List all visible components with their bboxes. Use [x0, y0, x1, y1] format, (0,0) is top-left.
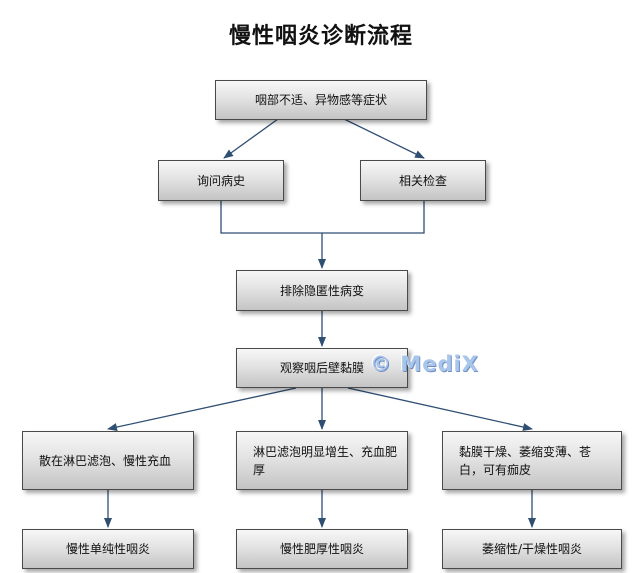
node-exclude-label: 排除隐匿性病变 [279, 283, 364, 298]
node-dx-a-label: 慢性单纯性咽炎 [65, 542, 150, 556]
arrow-symptoms-to-exam [343, 118, 425, 159]
node-dx-atrophic-pharyngitis: 萎缩性/干燥性咽炎 [442, 529, 622, 569]
node-finding-a-label: 散在淋巴滤泡、慢性充血 [39, 453, 172, 468]
node-dx-hypertrophic-pharyngitis: 慢性肥厚性咽炎 [236, 529, 408, 569]
node-exclude: 排除隐匿性病变 [236, 270, 408, 311]
node-symptoms: 咽部不适、异物感等症状 [215, 80, 427, 120]
arrow-observe-to-find-c [347, 387, 533, 431]
node-finding-atrophy: 黏膜干燥、萎缩变薄、苍白，可有痂皮 [442, 431, 622, 490]
medix-watermark: © MediX [370, 352, 479, 376]
merge-bracket [220, 201, 425, 234]
node-exam-label: 相关检查 [398, 173, 447, 188]
node-finding-scattered-follicles: 散在淋巴滤泡、慢性充血 [22, 431, 194, 490]
node-observe-label: 观察咽后壁黏膜 [279, 361, 364, 375]
diagram-title: 慢性咽炎诊断流程 [228, 24, 413, 49]
node-exam: 相关检查 [360, 160, 486, 201]
node-history-label: 询问病史 [196, 173, 245, 188]
node-observe: 观察咽后壁黏膜 [236, 348, 408, 388]
node-finding-c-label: 黏膜干燥、萎缩变薄、苍白，可有痂皮 [459, 444, 592, 477]
node-dx-c-label: 萎缩性/干燥性咽炎 [481, 542, 583, 556]
node-dx-simple-pharyngitis: 慢性单纯性咽炎 [22, 529, 194, 569]
arrow-observe-to-find-a [107, 387, 297, 431]
node-dx-b-label: 慢性肥厚性咽炎 [279, 542, 364, 556]
arrow-symptoms-to-history [223, 118, 279, 159]
node-history: 询问病史 [158, 160, 284, 201]
node-finding-hyperplasia: 淋巴滤泡明显增生、充血肥厚 [236, 431, 408, 490]
node-finding-b-label: 淋巴滤泡明显增生、充血肥厚 [253, 444, 398, 477]
node-symptoms-label: 咽部不适、异物感等症状 [254, 93, 387, 107]
